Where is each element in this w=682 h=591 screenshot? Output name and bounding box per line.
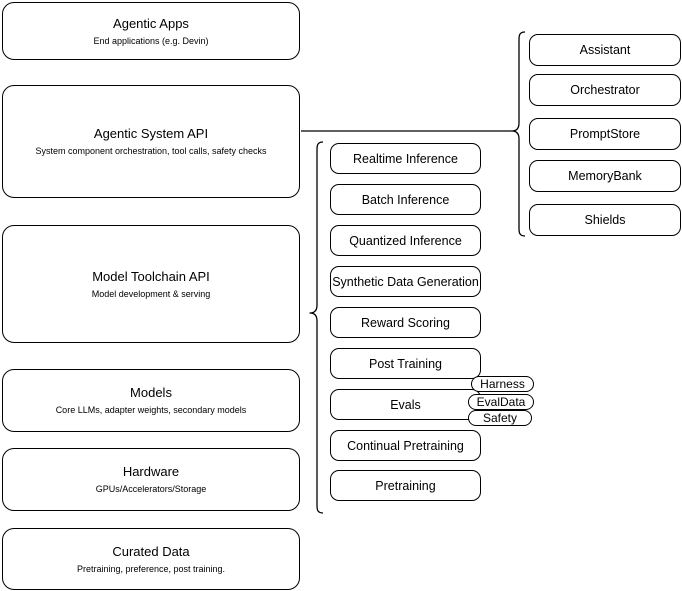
toolchain-item-label: Evals (390, 397, 421, 412)
layer-subtitle: System component orchestration, tool cal… (35, 146, 267, 156)
toolchain-item-reward-scoring[interactable]: Reward Scoring (330, 307, 481, 338)
layer-hardware[interactable]: Hardware GPUs/Accelerators/Storage (2, 448, 300, 511)
system-item-label: Assistant (579, 43, 631, 57)
toolchain-item-label: Realtime Inference (353, 151, 458, 166)
toolchain-item-label: Continual Pretraining (347, 438, 464, 453)
system-item-label: Orchestrator (570, 83, 640, 97)
toolchain-item-post-training[interactable]: Post Training (330, 348, 481, 379)
system-item-shields[interactable]: Shields (529, 204, 681, 236)
toolchain-item-label: Synthetic Data Generation (332, 274, 479, 289)
eval-pill-harness[interactable]: Harness (471, 376, 534, 392)
layer-subtitle: Core LLMs, adapter weights, secondary mo… (55, 405, 247, 415)
toolchain-item-continual-pretraining[interactable]: Continual Pretraining (330, 430, 481, 461)
layer-title: Agentic Apps (113, 15, 189, 31)
layer-title: Hardware (122, 464, 180, 479)
layer-title: Curated Data (112, 543, 190, 559)
layer-subtitle: Model development & serving (91, 288, 211, 299)
toolchain-item-label: Quantized Inference (349, 233, 462, 248)
layer-agentic-system-api[interactable]: Agentic System API System component orch… (2, 85, 300, 198)
system-item-label: MemoryBank (568, 169, 642, 183)
eval-pill-evaldata[interactable]: EvalData (468, 394, 534, 410)
system-item-memorybank[interactable]: MemoryBank (529, 160, 681, 192)
toolchain-item-label: Batch Inference (361, 192, 450, 207)
toolchain-item-synthetic-data-generation[interactable]: Synthetic Data Generation (330, 266, 481, 297)
system-item-assistant[interactable]: Assistant (529, 34, 681, 66)
layer-curated-data[interactable]: Curated Data Pretraining, preference, po… (2, 528, 300, 590)
toolchain-item-label: Post Training (369, 356, 442, 371)
layer-model-toolchain-api[interactable]: Model Toolchain API Model development & … (2, 225, 300, 343)
layer-title: Agentic System API (93, 126, 209, 141)
toolchain-item-pretraining[interactable]: Pretraining (330, 470, 481, 501)
toolchain-item-quantized-inference[interactable]: Quantized Inference (330, 225, 481, 256)
eval-pill-safety[interactable]: Safety (468, 410, 532, 426)
layer-subtitle: GPUs/Accelerators/Storage (95, 484, 207, 494)
system-item-label: PromptStore (569, 127, 641, 141)
brace-system-components (511, 31, 526, 237)
system-item-orchestrator[interactable]: Orchestrator (529, 74, 681, 106)
system-item-promptstore[interactable]: PromptStore (529, 118, 681, 150)
layer-subtitle: End applications (e.g. Devin) (93, 35, 209, 46)
layer-title: Models (130, 385, 172, 400)
toolchain-item-label: Pretraining (375, 478, 436, 493)
system-item-label: Shields (584, 213, 626, 227)
layer-title: Model Toolchain API (92, 268, 210, 284)
toolchain-item-realtime-inference[interactable]: Realtime Inference (330, 143, 481, 174)
layer-agentic-apps[interactable]: Agentic Apps End applications (e.g. Devi… (2, 2, 300, 60)
toolchain-item-batch-inference[interactable]: Batch Inference (330, 184, 481, 215)
layer-models[interactable]: Models Core LLMs, adapter weights, secon… (2, 369, 300, 432)
toolchain-item-label: Reward Scoring (361, 315, 450, 330)
toolchain-item-evals[interactable]: Evals (330, 389, 481, 420)
layer-subtitle: Pretraining, preference, post training. (76, 563, 226, 574)
brace-toolchain-items (309, 141, 324, 514)
